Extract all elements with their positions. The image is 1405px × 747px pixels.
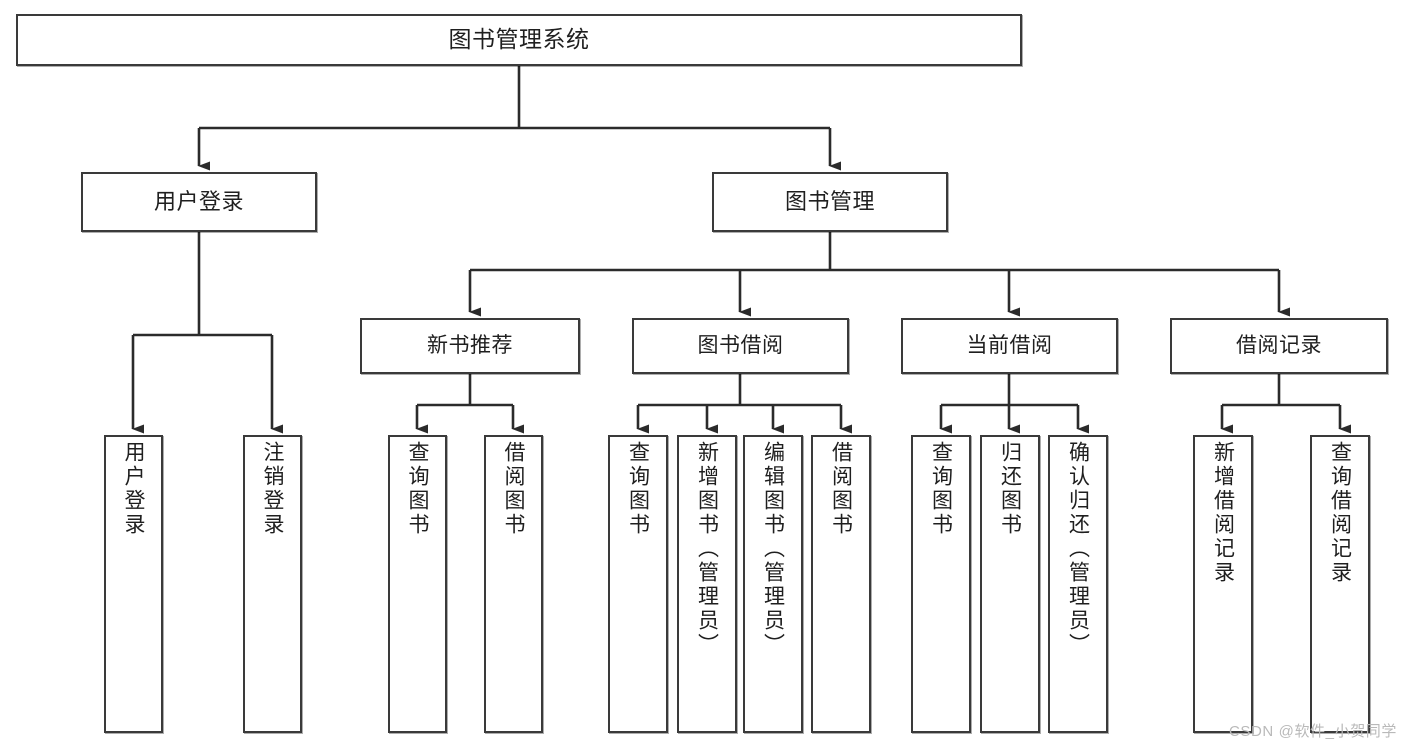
node-book-management[interactable]: 图书管理 — [712, 172, 948, 232]
csdn-watermark: CSDN @软件_小贺同学 — [1228, 723, 1397, 740]
leaf-borrow-borrow-book[interactable]: 借阅图书 — [811, 435, 871, 733]
leaf-user-login-signin[interactable]: 用户登录 — [104, 435, 163, 733]
node-root-system[interactable]: 图书管理系统 — [16, 14, 1022, 66]
leaf-borrow-query-book[interactable]: 查询图书 — [608, 435, 668, 733]
node-label: 借阅图书 — [502, 441, 525, 537]
node-current-borrow[interactable]: 当前借阅 — [901, 318, 1118, 374]
node-label: 用户登录 — [122, 441, 145, 537]
leaf-recommend-query-book[interactable]: 查询图书 — [388, 435, 447, 733]
leaf-borrow-edit-book-admin[interactable]: 编辑图书（管理员） — [743, 435, 803, 733]
node-label: 查询图书 — [626, 441, 650, 537]
node-label: 新增借阅记录 — [1211, 441, 1235, 585]
node-label: 确认归还（管理员） — [1066, 441, 1090, 657]
node-user-login[interactable]: 用户登录 — [81, 172, 317, 232]
leaf-current-query-book[interactable]: 查询图书 — [911, 435, 971, 733]
leaf-current-confirm-return-admin[interactable]: 确认归还（管理员） — [1048, 435, 1108, 733]
leaf-current-return-book[interactable]: 归还图书 — [980, 435, 1040, 733]
leaf-record-query-record[interactable]: 查询借阅记录 — [1310, 435, 1370, 733]
node-label: 用户登录 — [153, 189, 244, 215]
leaf-recommend-borrow-book[interactable]: 借阅图书 — [484, 435, 543, 733]
node-label: 新增图书（管理员） — [695, 441, 719, 657]
leaf-borrow-add-book-admin[interactable]: 新增图书（管理员） — [677, 435, 737, 733]
node-new-book-recommend[interactable]: 新书推荐 — [360, 318, 580, 374]
node-label: 借阅图书 — [829, 441, 853, 537]
node-label: 查询图书 — [929, 441, 953, 537]
node-label: 归还图书 — [998, 441, 1022, 537]
node-label: 注销登录 — [261, 441, 284, 537]
node-label: 当前借阅 — [966, 333, 1053, 357]
node-label: 图书借阅 — [697, 333, 784, 357]
node-label: 借阅记录 — [1236, 333, 1322, 357]
node-book-borrow[interactable]: 图书借阅 — [632, 318, 849, 374]
leaf-user-login-signout[interactable]: 注销登录 — [243, 435, 302, 733]
node-label: 图书管理 — [784, 189, 875, 215]
node-label: 查询借阅记录 — [1328, 441, 1352, 585]
node-borrow-record[interactable]: 借阅记录 — [1170, 318, 1388, 374]
node-label: 图书管理系统 — [448, 26, 590, 53]
node-label: 新书推荐 — [427, 333, 513, 357]
node-label: 查询图书 — [406, 441, 429, 537]
node-label: 编辑图书（管理员） — [761, 441, 785, 657]
leaf-record-add-record[interactable]: 新增借阅记录 — [1193, 435, 1253, 733]
